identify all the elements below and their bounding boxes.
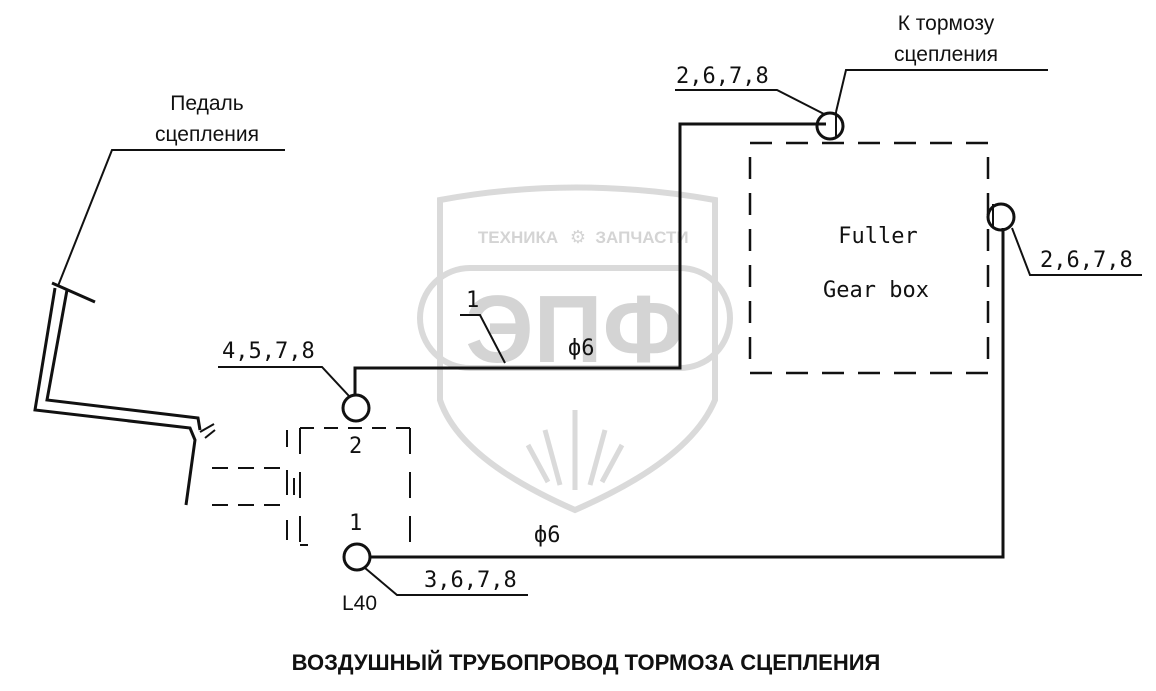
callout-bottom-leader (364, 567, 528, 596)
fitting-right (986, 202, 1016, 232)
gearbox-box (748, 141, 990, 375)
clutch-valve-box (212, 427, 411, 546)
pointer-1-leader (460, 314, 506, 364)
callout-left-leader (218, 366, 350, 397)
pointer-1-label: 1 (466, 288, 479, 313)
gear-icon: ⚙ (570, 227, 586, 247)
callout-bottom-text: 3,6,7,8 (424, 568, 517, 593)
gearbox-label-line1: Fuller (838, 224, 917, 249)
pipe-lower (370, 228, 1005, 559)
callout-left-text: 4,5,7,8 (222, 339, 315, 364)
watermark-text-right: ЗАПЧАСТИ (595, 228, 688, 247)
pedal-label-line1: Педаль (170, 92, 243, 115)
pipe-upper (353, 122, 826, 395)
fitting-top (815, 111, 845, 141)
pipe-lower-diameter: ф6 (534, 523, 561, 548)
brake-label-line1: К тормозу (898, 12, 995, 35)
callout-right-leader (1011, 227, 1142, 276)
wheat-icon (525, 410, 625, 490)
callout-top-text: 2,6,7,8 (676, 64, 769, 89)
pedal-leader-line (57, 149, 285, 287)
diagram-title: ВОЗДУШНЫЙ ТРУБОПРОВОД ТОРМОЗА СЦЕПЛЕНИЯ (292, 650, 881, 675)
callout-right-text: 2,6,7,8 (1040, 248, 1133, 273)
brake-leader-line (835, 69, 1048, 113)
port-2-label: 2 (349, 434, 362, 459)
fitting-valve-port-1 (342, 542, 372, 572)
clutch-pedal (33, 281, 216, 506)
watermark-logo: ЭПФ (465, 276, 684, 383)
brake-label-line2: сцепления (894, 43, 998, 66)
pipe-upper-diameter: ф6 (568, 336, 595, 361)
port-1-label: 1 (349, 511, 362, 536)
gearbox-label-line2: Gear box (823, 278, 929, 303)
port-l40-label: L40 (342, 592, 377, 615)
fitting-valve-port-2 (341, 393, 371, 423)
watermark-shield: ТЕХНИКА ⚙ ЗАПЧАСТИ ЭПФ (417, 184, 733, 514)
callout-top-leader (675, 89, 825, 115)
watermark-text-left: ТЕХНИКА (478, 228, 558, 247)
pedal-label-line2: сцепления (155, 123, 259, 146)
